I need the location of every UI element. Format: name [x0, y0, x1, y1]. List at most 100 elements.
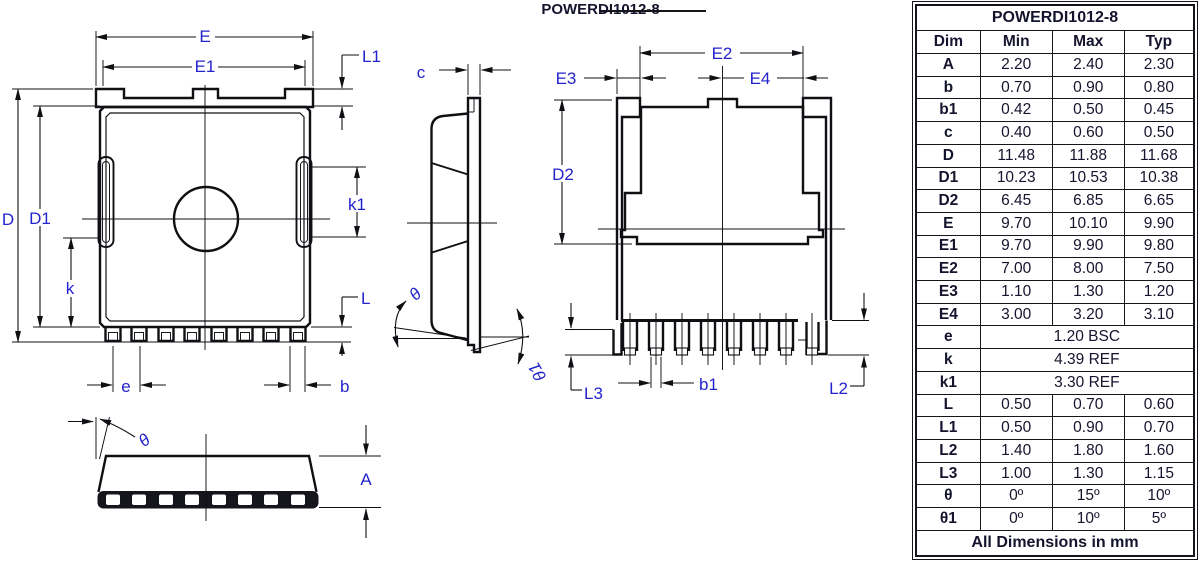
dim-label-k: k: [66, 279, 75, 298]
lead-teeth: [621, 322, 795, 351]
value-cell: 1.30: [1051, 461, 1125, 486]
side-slot-right-inner: [300, 161, 308, 243]
dim-cell: b1: [916, 98, 981, 123]
table-footer: All Dimensions in mm: [916, 530, 1194, 556]
table-header-row: Dim Min Max Typ: [916, 30, 1195, 54]
value-cell: 0.40: [979, 121, 1053, 145]
value-cell: 9.70: [979, 211, 1053, 236]
value-cell: 10.23: [979, 166, 1053, 191]
dim-label-D2: D2: [552, 165, 574, 184]
dim-cell: θ: [916, 484, 981, 509]
dim-label-A: A: [360, 470, 372, 489]
dim-cell: E1: [916, 234, 981, 259]
value-cell: 0.50: [1051, 98, 1125, 123]
dim-label-b1: b1: [699, 375, 718, 394]
value-cell: 11.68: [1123, 143, 1195, 168]
dim-cell: k: [916, 348, 981, 372]
tab-outline: [94, 87, 315, 109]
value-cell: 8.00: [1051, 257, 1125, 282]
value-cell: 0.42: [979, 98, 1053, 123]
dim-cell: E: [916, 211, 981, 236]
dim-label-E2: E2: [712, 44, 733, 63]
package-body-inner: [105, 112, 305, 322]
value-cell: 10º: [1051, 507, 1125, 531]
dim-cell: θ1: [916, 507, 981, 531]
dim-cell: k1: [916, 370, 981, 395]
dim-cell: c: [916, 121, 981, 145]
dim-label-theta1: θ1: [525, 359, 551, 385]
value-cell: 0.60: [1051, 121, 1125, 145]
value-cell: 0.50: [1123, 121, 1195, 145]
value-cell: 0º: [979, 484, 1053, 509]
dim-cell: D1: [916, 166, 981, 191]
lead-tip-marks: [623, 313, 819, 365]
value-cell: 2.30: [1123, 53, 1195, 77]
value-cell: 0.90: [1051, 75, 1125, 100]
value-cell: 6.45: [979, 189, 1053, 213]
value-cell: 1.15: [1123, 461, 1195, 486]
left-rail: [615, 96, 642, 320]
dim-cell: D2: [916, 189, 981, 213]
left-end-block: [612, 323, 623, 356]
bottom-view-extension-lines: [554, 46, 869, 388]
front-view: A θ: [68, 416, 381, 538]
value-cell: 0.60: [1123, 393, 1195, 418]
table-title: POWERDI1012-8: [916, 5, 1194, 31]
front-lead-pads: [106, 494, 305, 505]
col-header-min: Min: [979, 30, 1053, 54]
value-cell: 0.70: [1051, 393, 1125, 418]
dim-label-front-theta: θ: [135, 430, 155, 451]
dim-label-c: c: [417, 63, 426, 82]
col-header-typ: Typ: [1123, 30, 1195, 54]
value-cell: 0.80: [1123, 75, 1195, 100]
center-circle: [172, 185, 240, 253]
value-cell: 6.85: [1051, 189, 1125, 213]
dim-label-e: e: [121, 377, 130, 396]
value-cell: 1.00: [979, 461, 1053, 486]
value-cell: 10.53: [1051, 166, 1125, 191]
value-cell: 1.20 BSC: [979, 325, 1195, 350]
value-cell: 9.70: [979, 234, 1053, 259]
value-cell: 11.48: [979, 143, 1053, 168]
value-cell: 4.39 REF: [979, 348, 1195, 372]
side-slot-left: [97, 156, 115, 248]
value-cell: 1.20: [1123, 280, 1195, 304]
value-cell: 15º: [1051, 484, 1125, 509]
dim-label-L3: L3: [584, 384, 603, 403]
dim-cell: b: [916, 75, 981, 100]
value-cell: 1.10: [979, 280, 1053, 304]
value-cell: 2.20: [979, 53, 1053, 77]
value-cell: 6.65: [1123, 189, 1195, 213]
molded-body-profile: [430, 112, 469, 342]
lead-profile: [466, 96, 482, 354]
dim-label-E3: E3: [556, 69, 577, 88]
page-title: POWERDI1012-8: [518, 1, 683, 18]
value-cell: 3.20: [1051, 302, 1125, 327]
dim-label-L: L: [361, 289, 370, 308]
value-cell: 0.45: [1123, 98, 1195, 123]
dim-label-D: D: [2, 210, 14, 229]
dim-label-E: E: [199, 27, 210, 46]
value-cell: 0.90: [1051, 416, 1125, 440]
dim-label-theta: θ: [405, 284, 426, 305]
value-cell: 5º: [1123, 507, 1195, 531]
value-cell: 9.90: [1123, 211, 1195, 236]
dim-cell: L1: [916, 416, 981, 440]
dim-cell: D: [916, 143, 981, 168]
front-lead-band: [97, 491, 319, 509]
mold-parting-line: [431, 162, 469, 176]
